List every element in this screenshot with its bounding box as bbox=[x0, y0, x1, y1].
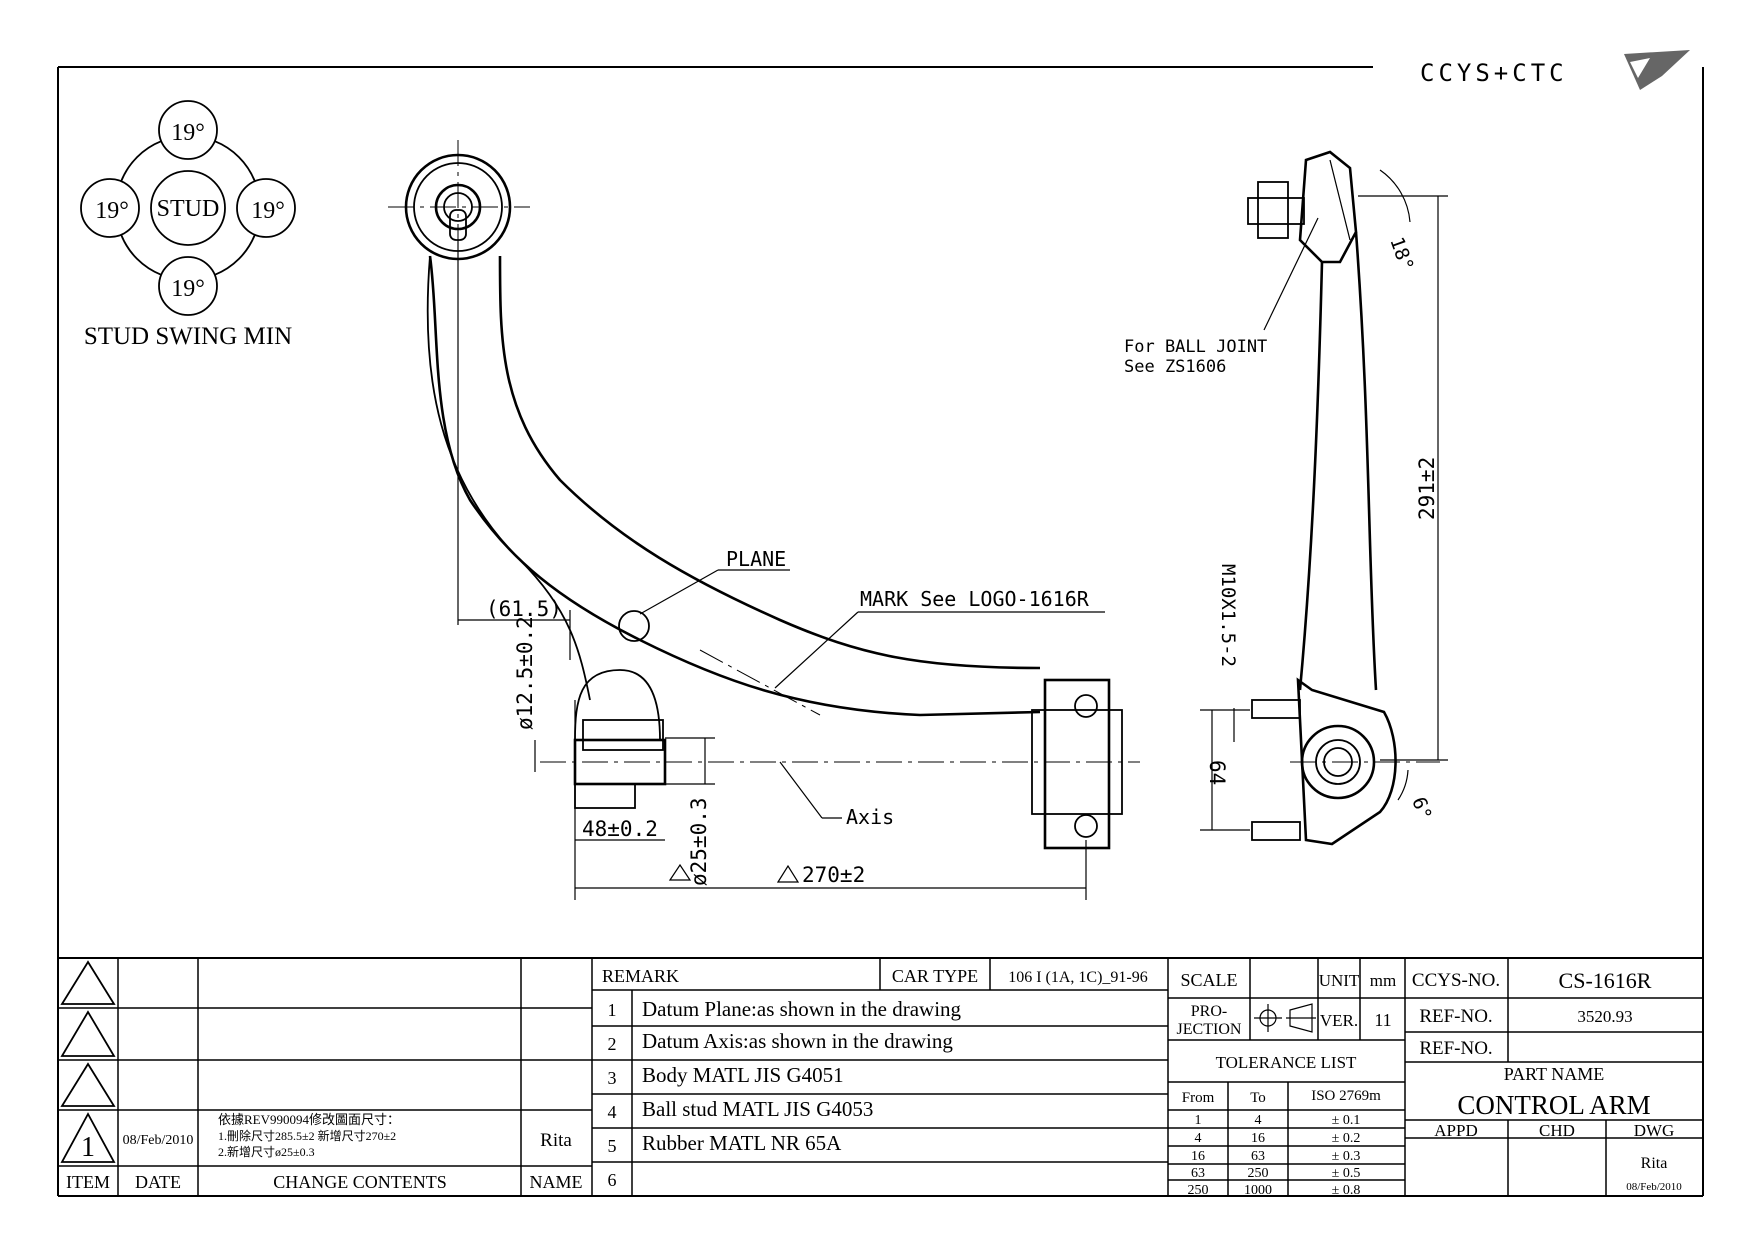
remark-text-3: Body MATL JIS G4051 bbox=[642, 1063, 844, 1087]
remark-header: REMARK bbox=[602, 966, 679, 986]
dim-291: 291±2 bbox=[1415, 457, 1439, 520]
ver-label: VER. bbox=[1320, 1011, 1358, 1030]
revision-table: 1 08/Feb/2010 依據REV990094修改圖面尺寸： 1.刪除尺寸2… bbox=[66, 1112, 583, 1192]
projection-label-2: JECTION bbox=[1177, 1021, 1242, 1038]
dim-12-5: ø12.5±0.2 bbox=[513, 616, 537, 730]
tol-from-1: 1 bbox=[1195, 1113, 1202, 1128]
tol-val-3: ± 0.3 bbox=[1332, 1149, 1361, 1164]
annotation-ball-joint-2: See ZS1606 bbox=[1124, 357, 1226, 377]
dwg-name: Rita bbox=[1641, 1155, 1668, 1172]
angle-6: 6° bbox=[1407, 794, 1436, 823]
tol-header-from: From bbox=[1182, 1090, 1215, 1106]
part-name-label: PART NAME bbox=[1504, 1064, 1604, 1084]
unit-value: mm bbox=[1370, 971, 1396, 990]
remark-text-2: Datum Axis:as shown in the drawing bbox=[642, 1029, 953, 1053]
header-name: NAME bbox=[530, 1172, 583, 1192]
scale-label: SCALE bbox=[1180, 970, 1237, 990]
annotation-mark: MARK See LOGO-1616R bbox=[860, 587, 1090, 611]
part-name: CONTROL ARM bbox=[1457, 1090, 1650, 1120]
dim-61-5: (61.5) bbox=[486, 597, 562, 621]
ccys-no-label: CCYS-NO. bbox=[1412, 970, 1500, 991]
projection-label-1: PRO- bbox=[1191, 1003, 1227, 1020]
stud-label: STUD bbox=[157, 196, 220, 222]
control-arm-side-view: For BALL JOINT See ZS1606 291±2 18° 6° M… bbox=[1124, 150, 1448, 846]
dim-48: 48±0.2 bbox=[582, 817, 658, 841]
revision-contents-1: 依據REV990094修改圖面尺寸： bbox=[218, 1112, 400, 1127]
tol-to-5: 1000 bbox=[1244, 1183, 1272, 1198]
dim-64: 64 bbox=[1205, 760, 1229, 785]
stud-swing-diagram: STUD 19° 19° 19° 19° STUD SWING MIN bbox=[80, 100, 296, 350]
tol-to-1: 4 bbox=[1255, 1113, 1262, 1128]
spec-block: SCALE UNIT mm PRO- JECTION VER. 11 TOLER… bbox=[1177, 970, 1397, 1198]
dwg-date: 08/Feb/2010 bbox=[1626, 1181, 1682, 1193]
remarks-table: REMARK CAR TYPE 106 I (1A, 1C)_91-96 1 D… bbox=[602, 966, 1148, 1190]
appd-label: APPD bbox=[1434, 1121, 1477, 1140]
remark-text-4: Ball stud MATL JIS G4053 bbox=[642, 1097, 873, 1121]
ccys-no-value: CS-1616R bbox=[1559, 968, 1652, 993]
tol-header-to: To bbox=[1250, 1090, 1266, 1106]
remark-no-4: 4 bbox=[608, 1102, 617, 1122]
remark-text-5: Rubber MATL NR 65A bbox=[642, 1131, 842, 1155]
tol-val-1: ± 0.1 bbox=[1332, 1113, 1361, 1128]
header-date: DATE bbox=[135, 1172, 181, 1192]
revision-item: 1 bbox=[81, 1132, 95, 1163]
remark-text-1: Datum Plane:as shown in the drawing bbox=[642, 997, 962, 1021]
ref-no-1-label: REF-NO. bbox=[1419, 1006, 1492, 1027]
brand-logo-text: CCYS+CTC bbox=[1420, 59, 1568, 87]
revision-contents-2: 1.刪除尺寸285.5±2 新增尺寸270±2 bbox=[218, 1128, 396, 1143]
swing-bottom: 19° bbox=[171, 276, 205, 302]
tol-to-2: 16 bbox=[1251, 1131, 1265, 1146]
ref-no-2-label: REF-NO. bbox=[1419, 1038, 1492, 1059]
annotation-plane: PLANE bbox=[726, 547, 786, 571]
control-arm-front-view: (61.5) ø12.5±0.2 48±0.2 ø25±0.3 270±2 PL… bbox=[388, 140, 1140, 900]
remark-no-2: 2 bbox=[608, 1034, 617, 1054]
tol-from-4: 63 bbox=[1191, 1166, 1205, 1181]
tol-header-iso: ISO 2769m bbox=[1311, 1088, 1381, 1104]
tol-to-3: 63 bbox=[1251, 1149, 1265, 1164]
swing-right: 19° bbox=[251, 198, 285, 224]
car-type-label: CAR TYPE bbox=[892, 966, 978, 986]
chd-label: CHD bbox=[1539, 1121, 1575, 1140]
swing-top: 19° bbox=[171, 120, 205, 146]
car-type-value: 106 I (1A, 1C)_91-96 bbox=[1008, 969, 1148, 986]
annotation-axis: Axis bbox=[846, 805, 894, 829]
header-contents: CHANGE CONTENTS bbox=[273, 1172, 447, 1192]
revision-name: Rita bbox=[540, 1130, 572, 1151]
swing-left: 19° bbox=[95, 198, 129, 224]
dwg-label: DWG bbox=[1634, 1121, 1675, 1140]
dim-m10: M10X1.5-2 bbox=[1217, 564, 1239, 667]
tol-val-5: ± 0.8 bbox=[1332, 1183, 1361, 1198]
annotation-ball-joint-1: For BALL JOINT bbox=[1124, 337, 1267, 357]
revision-contents-3: 2.新增尺寸ø25±0.3 bbox=[218, 1144, 315, 1159]
projection-symbol-icon bbox=[1254, 1003, 1316, 1033]
brand-logo-mark-icon bbox=[1624, 50, 1690, 90]
brand-logo: CCYS+CTC bbox=[1420, 50, 1690, 90]
revision-triangles bbox=[60, 960, 116, 1163]
angle-18: 18° bbox=[1385, 234, 1417, 274]
remark-no-1: 1 bbox=[608, 1000, 617, 1020]
remark-no-6: 6 bbox=[608, 1170, 617, 1190]
tol-from-2: 4 bbox=[1195, 1131, 1202, 1146]
dim-25: ø25±0.3 bbox=[687, 797, 711, 886]
tol-to-4: 250 bbox=[1248, 1166, 1269, 1181]
ref-no-1-value: 3520.93 bbox=[1577, 1007, 1632, 1026]
tol-val-4: ± 0.5 bbox=[1332, 1166, 1361, 1181]
title-block-grid bbox=[58, 958, 1703, 1196]
title-block: CCYS-NO. CS-1616R REF-NO. 3520.93 REF-NO… bbox=[1412, 968, 1682, 1193]
ver-value: 11 bbox=[1374, 1010, 1391, 1030]
tol-from-5: 250 bbox=[1188, 1183, 1209, 1198]
unit-label: UNIT bbox=[1319, 971, 1360, 990]
tol-val-2: ± 0.2 bbox=[1332, 1131, 1361, 1146]
tolerance-title: TOLERANCE LIST bbox=[1216, 1053, 1357, 1072]
remark-no-3: 3 bbox=[608, 1068, 617, 1088]
tol-from-3: 16 bbox=[1191, 1149, 1205, 1164]
header-item: ITEM bbox=[66, 1172, 110, 1192]
dim-270: 270±2 bbox=[802, 863, 865, 887]
revision-date: 08/Feb/2010 bbox=[123, 1133, 194, 1148]
remark-no-5: 5 bbox=[608, 1136, 617, 1156]
stud-swing-caption: STUD SWING MIN bbox=[84, 323, 292, 350]
